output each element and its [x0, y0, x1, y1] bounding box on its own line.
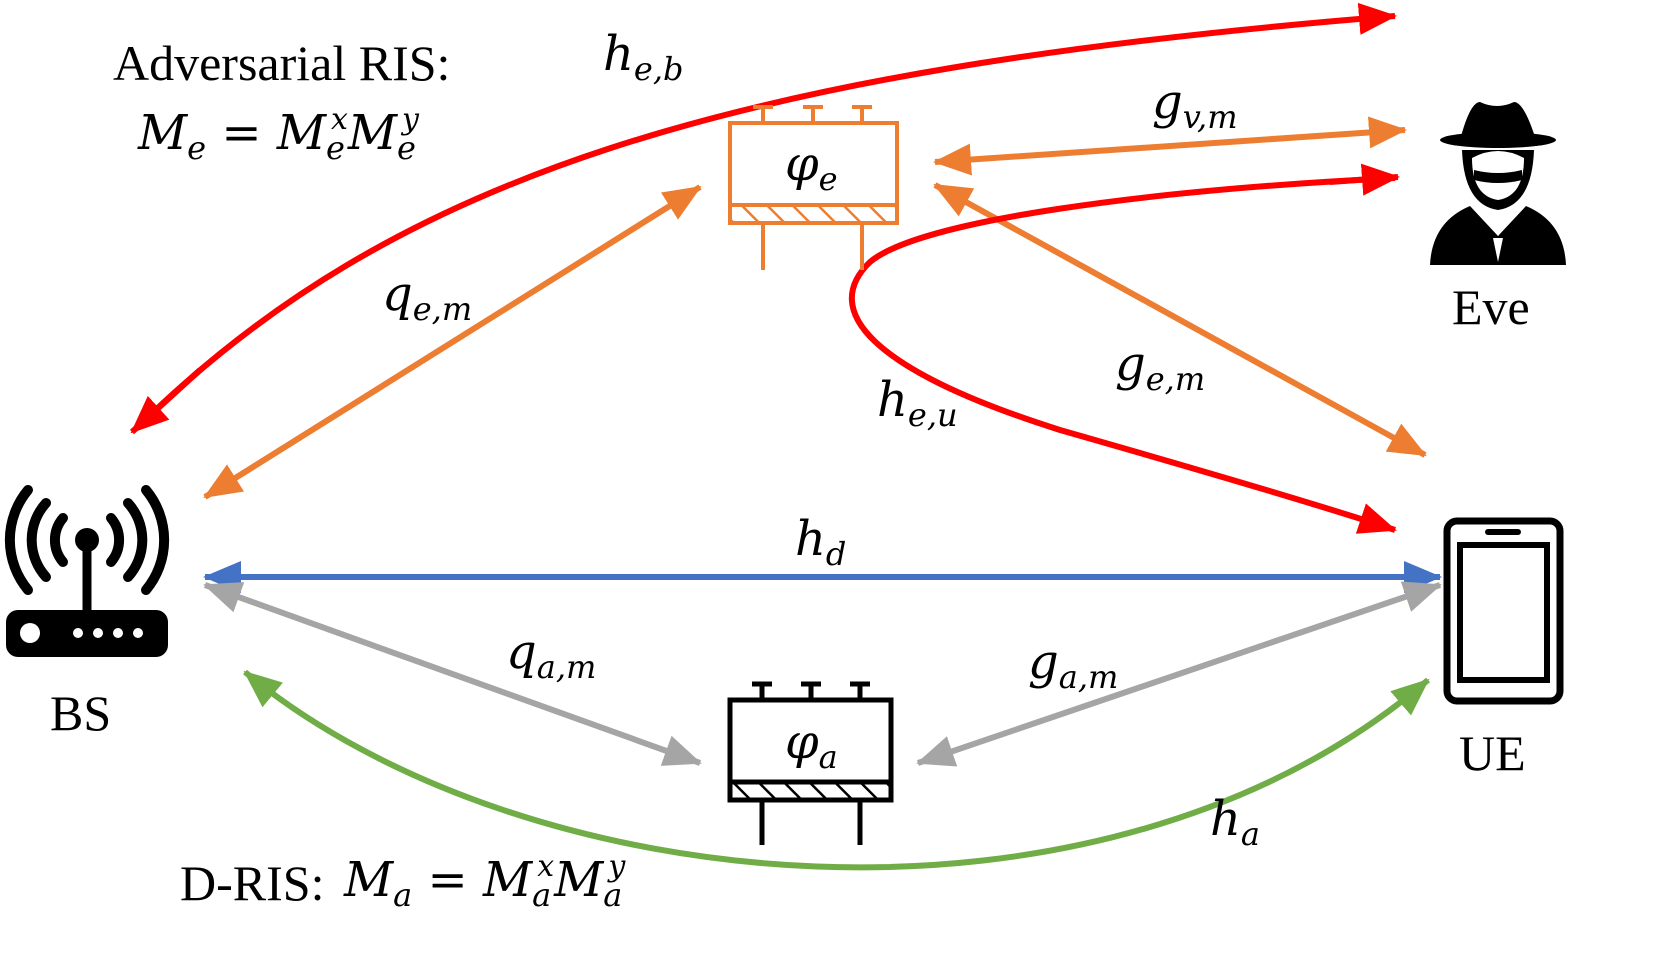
- channel-h-eu-label: he,u: [877, 372, 958, 434]
- link-q-am: [203, 582, 702, 766]
- channel-h-eb-label: he,b: [603, 26, 684, 88]
- phi-e-label: φe: [785, 136, 838, 198]
- channel-g-em-label: ge,m: [1115, 336, 1206, 398]
- link-h-a: [243, 669, 1430, 871]
- link-q-em: [203, 184, 702, 500]
- smartphone-icon: [1443, 517, 1564, 705]
- channel-g-vm-label: gv,m: [1152, 74, 1238, 136]
- router-icon: [4, 485, 170, 657]
- channel-q-am-label: qa,m: [506, 624, 597, 686]
- adversarial-ris-title: Adversarial RIS:: [113, 35, 451, 91]
- d-ris-equation: Ma = MaxMay: [344, 849, 626, 914]
- channel-q-em-label: qe,m: [382, 266, 473, 328]
- link-h-eb-start-arrow: [129, 367, 203, 435]
- ue-label: UE: [1459, 725, 1526, 781]
- eve-label: Eve: [1452, 279, 1530, 335]
- bs-label: BS: [50, 685, 112, 741]
- phi-a-label: φa: [785, 714, 838, 776]
- adversarial-ris-equation: Me = MexMey: [138, 102, 419, 167]
- ris-panel-icon: [727, 681, 894, 845]
- link-h-eu-start-arrow: [1329, 163, 1400, 196]
- link-h-eu: [849, 175, 1397, 534]
- link-g-vm: [933, 116, 1407, 176]
- channel-h-d-label: hd: [795, 511, 847, 573]
- channel-h-a-label: ha: [1210, 791, 1260, 853]
- ris-panel-icon: [728, 105, 899, 270]
- d-ris-title: D-RIS:: [180, 855, 325, 911]
- link-g-am: [916, 581, 1442, 767]
- spy-icon: [1430, 102, 1566, 265]
- channel-g-am-label: ga,m: [1028, 634, 1119, 696]
- link-g-em: [933, 182, 1427, 458]
